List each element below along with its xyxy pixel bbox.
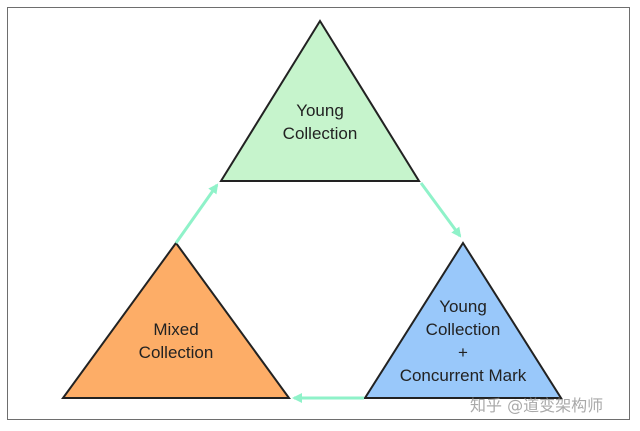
young-concurrent-mark-label: Young Collection + Concurrent Mark bbox=[378, 295, 548, 387]
young-collection-triangle bbox=[219, 19, 421, 182]
young-concurrent-line-4: Concurrent Mark bbox=[399, 366, 527, 385]
young-collection-line-1: Young bbox=[296, 101, 344, 120]
mixed-collection-triangle bbox=[61, 241, 291, 399]
mixed-collection-line-1: Mixed bbox=[153, 320, 199, 339]
young-collection-label: Young Collection bbox=[250, 99, 390, 145]
young-concurrent-line-1: Young bbox=[439, 297, 487, 316]
young-concurrent-mark-triangle bbox=[363, 241, 563, 399]
young-concurrent-line-3: + bbox=[458, 343, 468, 362]
watermark-text: 知乎 @道变架构师 bbox=[470, 396, 604, 415]
diagram-frame bbox=[7, 7, 630, 420]
young-concurrent-line-2: Collection bbox=[425, 320, 501, 339]
arrow-young-to-concurrent bbox=[419, 182, 462, 238]
mixed-collection-label: Mixed Collection bbox=[106, 318, 246, 364]
young-collection-line-2: Collection bbox=[282, 124, 358, 143]
arrow-mixed-to-young bbox=[174, 183, 219, 244]
mixed-collection-line-2: Collection bbox=[138, 343, 214, 362]
